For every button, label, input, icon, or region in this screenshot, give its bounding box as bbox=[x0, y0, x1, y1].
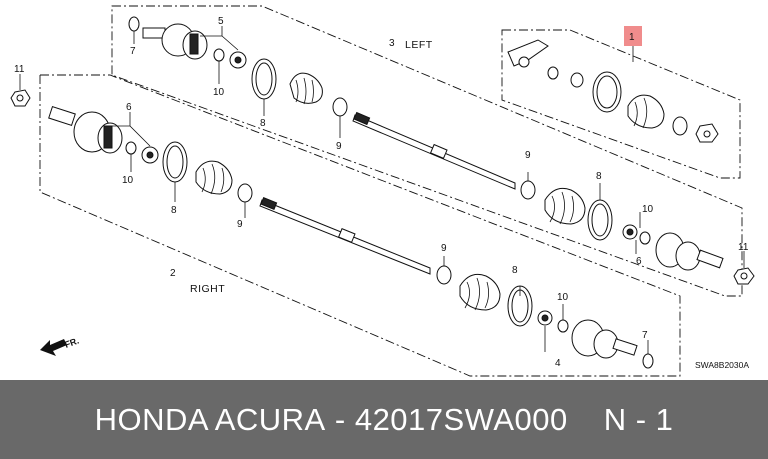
label-10a: 10 bbox=[213, 87, 225, 98]
front-arrow-icon: FR. bbox=[40, 336, 80, 356]
ring-10-right-b bbox=[557, 319, 569, 333]
label-9b: 9 bbox=[237, 219, 243, 230]
label-3: 3 bbox=[389, 38, 395, 49]
spider-4-right bbox=[537, 310, 553, 326]
boot-band-8-left-b bbox=[587, 199, 613, 241]
circlip-7-right bbox=[642, 353, 654, 369]
right-driveshaft-outline bbox=[39, 74, 681, 377]
brand-text: HONDA ACURA bbox=[94, 401, 326, 437]
boot-band-9-left-b bbox=[520, 180, 536, 200]
label-6b: 6 bbox=[636, 256, 642, 267]
label-8b: 8 bbox=[171, 205, 177, 216]
label-10b: 10 bbox=[122, 175, 134, 186]
boot-left-inboard bbox=[289, 72, 323, 105]
boot-right-outboard bbox=[459, 273, 501, 311]
leader-lines bbox=[19, 26, 745, 354]
boot-band-9-right-b bbox=[436, 265, 452, 285]
label-8c: 8 bbox=[596, 171, 602, 182]
front-label: FR. bbox=[63, 336, 80, 350]
spider-5-left bbox=[229, 51, 247, 69]
spider-6-left bbox=[622, 224, 638, 240]
separator-text: - bbox=[334, 401, 346, 437]
label-7b: 7 bbox=[642, 330, 648, 341]
ring-10-left-b bbox=[639, 231, 651, 245]
label-11b: 11 bbox=[738, 242, 749, 253]
label-10c: 10 bbox=[642, 204, 654, 215]
left-inboard-joint bbox=[655, 232, 724, 271]
part-number-text: 42017SWA000 bbox=[354, 401, 568, 437]
label-9d: 9 bbox=[441, 243, 447, 254]
boot-right-inboard bbox=[195, 160, 233, 195]
label-8a: 8 bbox=[260, 118, 266, 129]
label-8d: 8 bbox=[512, 265, 518, 276]
ring-10-right bbox=[125, 141, 137, 155]
highlight-part-1 bbox=[624, 26, 642, 46]
label-left: LEFT bbox=[405, 39, 433, 51]
position-text: N - 1 bbox=[603, 401, 674, 437]
kit-parts bbox=[507, 39, 719, 143]
right-outboard-cv-joint bbox=[48, 105, 123, 154]
part-1-kit-outline bbox=[501, 29, 741, 179]
nut-11-left-end bbox=[10, 89, 31, 107]
label-2: 2 bbox=[170, 268, 176, 279]
label-9a: 9 bbox=[336, 141, 342, 152]
circlip-7-left bbox=[128, 16, 140, 32]
label-5: 5 bbox=[218, 16, 224, 27]
label-11a: 11 bbox=[14, 64, 25, 75]
left-driveshaft-outline bbox=[111, 5, 743, 297]
left-outboard-cv-joint bbox=[142, 23, 208, 60]
label-6a: 6 bbox=[126, 102, 132, 113]
ring-10-left bbox=[213, 48, 225, 62]
left-shaft-3 bbox=[352, 111, 516, 190]
boot-band-8-left bbox=[251, 58, 277, 100]
boot-left-outboard bbox=[544, 187, 586, 225]
parts-diagram: 1 2 3 4 5 6 6 7 7 8 8 8 8 9 9 9 9 10 10 … bbox=[10, 5, 755, 377]
boot-band-8-right bbox=[162, 141, 188, 183]
right-shaft-2 bbox=[259, 196, 431, 275]
label-9c: 9 bbox=[525, 150, 531, 161]
nut-11-right-end bbox=[733, 267, 755, 285]
diagram-code: SWA8B2030A bbox=[695, 360, 749, 370]
label-7a: 7 bbox=[130, 46, 136, 57]
label-right: RIGHT bbox=[190, 283, 225, 295]
driveshaft-exploded-view: 1 2 3 4 5 6 6 7 7 8 8 8 8 9 9 9 9 10 10 … bbox=[10, 5, 755, 377]
boot-band-9-right bbox=[237, 183, 253, 203]
right-inboard-joint bbox=[571, 319, 638, 359]
label-1: 1 bbox=[629, 32, 635, 43]
label-10d: 10 bbox=[557, 292, 569, 303]
label-4: 4 bbox=[555, 358, 561, 369]
spider-6-right bbox=[141, 146, 159, 164]
boot-band-9-left bbox=[332, 97, 348, 117]
part-number-banner: HONDA ACURA - 42017SWA000 N - 1 bbox=[0, 380, 768, 459]
